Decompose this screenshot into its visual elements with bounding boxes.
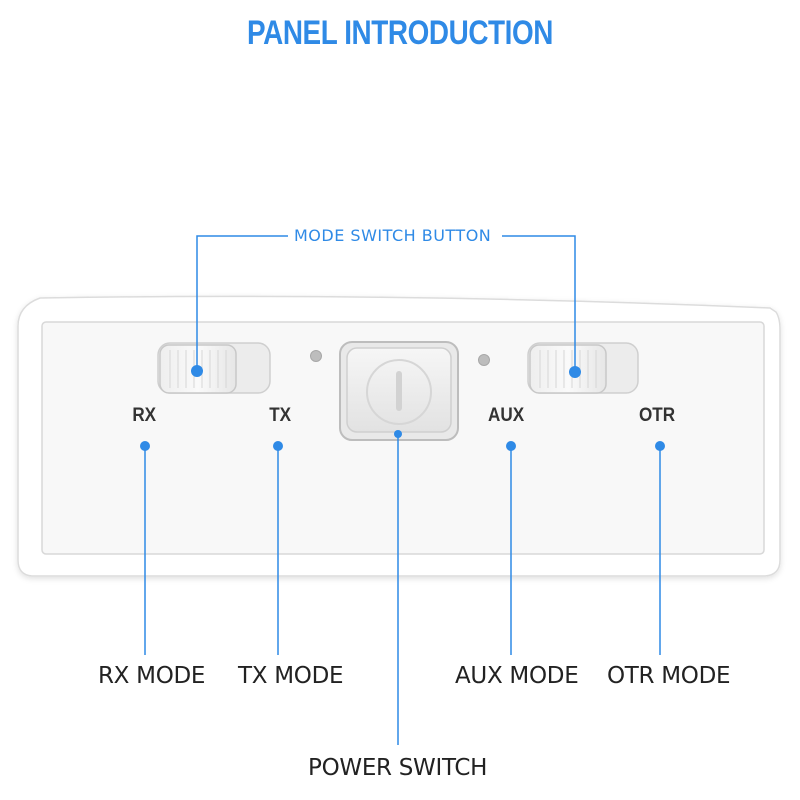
rx-mode-label: RX MODE <box>98 663 206 689</box>
panel-label-aux: AUX <box>488 405 525 426</box>
aux-otr-slide-switch[interactable] <box>527 342 639 394</box>
aux-mode-dot <box>506 441 516 451</box>
rx-mode-dot <box>140 441 150 451</box>
power-switch-label: POWER SWITCH <box>308 755 488 781</box>
page-title: PANEL INTRODUCTION <box>246 14 554 52</box>
panel-label-otr: OTR <box>639 405 676 426</box>
aux-mode-label: AUX MODE <box>455 663 579 689</box>
mode-switch-dot-left <box>191 365 203 377</box>
mode-switch-line-left <box>196 235 288 370</box>
mode-switch-button-label: MODE SWITCH BUTTON <box>294 226 492 245</box>
otr-mode-dot <box>655 441 665 451</box>
led-indicator-left <box>310 350 322 362</box>
rx-tx-slide-switch[interactable] <box>157 342 271 394</box>
callout-lines <box>144 235 661 745</box>
mode-switch-line-right <box>502 235 576 371</box>
callout-dots <box>140 365 665 451</box>
otr-mode-label: OTR MODE <box>607 663 731 689</box>
power-button[interactable] <box>339 341 459 441</box>
aux-otr-switch-knob[interactable] <box>529 344 607 394</box>
tx-mode-dot <box>273 441 283 451</box>
power-icon <box>366 359 432 425</box>
tx-mode-label: TX MODE <box>238 663 344 689</box>
mode-switch-dot-right <box>569 366 581 378</box>
panel-label-rx: RX <box>132 405 157 426</box>
led-indicator-right <box>478 354 490 366</box>
power-switch-dot <box>394 430 402 438</box>
panel-label-tx: TX <box>269 405 292 426</box>
